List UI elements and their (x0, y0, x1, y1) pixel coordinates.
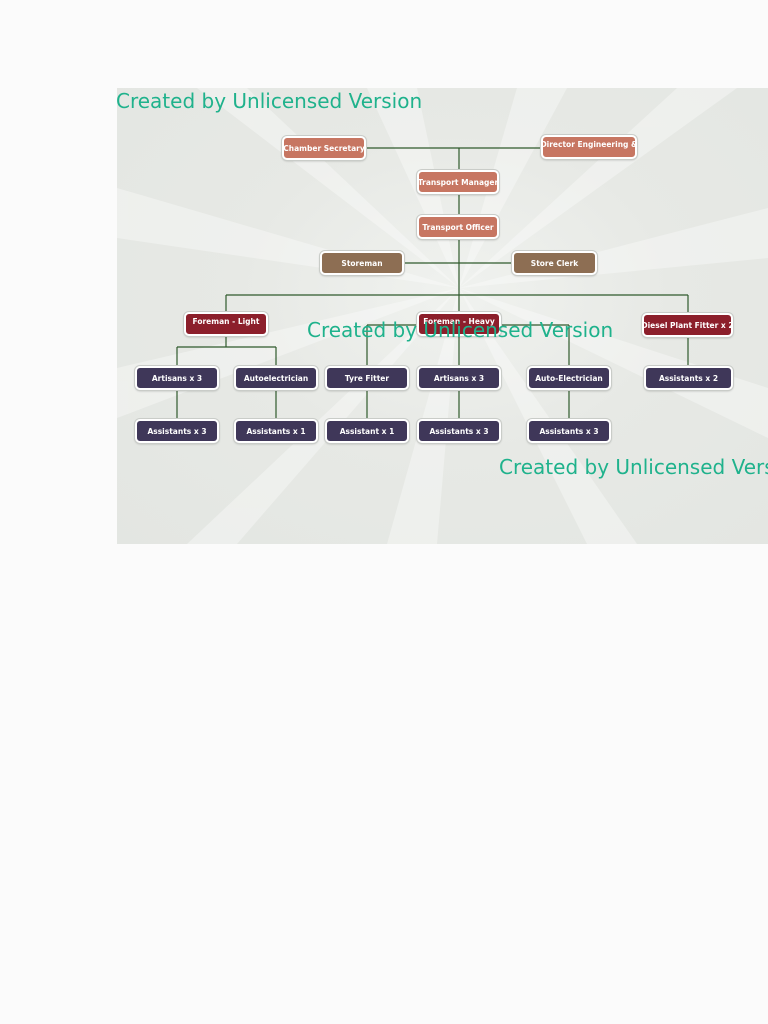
node-transport-manager[interactable]: Transport Manager (417, 170, 499, 194)
node-artisans-light[interactable]: Artisans x 3 (135, 366, 219, 390)
watermark-top: Created by Unlicensed Version (116, 89, 423, 113)
watermark-middle: Created by Unlicensed Version (307, 318, 614, 342)
node-autoelectrician[interactable]: Autoelectrician (234, 366, 318, 390)
node-auto-electrician[interactable]: Auto-Electrician (527, 366, 611, 390)
node-foreman-heavy[interactable]: Foreman - Heavy (417, 312, 501, 336)
connector-lines (176, 147, 689, 419)
node-store-clerk[interactable]: Store Clerk (512, 251, 597, 275)
node-assistants-artisans-light[interactable]: Assistants x 3 (135, 419, 219, 443)
watermark-bottom: Created by Unlicensed Vers (499, 455, 768, 479)
node-assistant-tyre[interactable]: Assistant x 1 (325, 419, 409, 443)
node-assistants-autoelectrician[interactable]: Assistants x 1 (234, 419, 318, 443)
node-assistants-artisans-heavy[interactable]: Assistants x 3 (417, 419, 501, 443)
node-assistants-auto-electrician[interactable]: Assistants x 3 (527, 419, 611, 443)
node-artisans-heavy[interactable]: Artisans x 3 (417, 366, 501, 390)
node-storeman[interactable]: Storeman (320, 251, 404, 275)
node-chamber-secretary[interactable]: Chamber Secretary (282, 136, 366, 160)
background-rays (117, 88, 768, 544)
node-assistants-diesel[interactable]: Assistants x 2 (644, 366, 733, 390)
node-transport-officer[interactable]: Transport Officer (417, 215, 499, 239)
node-foreman-light[interactable]: Foreman - Light (184, 312, 268, 336)
node-tyre-fitter[interactable]: Tyre Fitter (325, 366, 409, 390)
node-director-engineering[interactable]: Director Engineering & (541, 135, 637, 159)
node-diesel-plant-fitter[interactable]: Diesel Plant Fitter x 2 (642, 313, 733, 337)
